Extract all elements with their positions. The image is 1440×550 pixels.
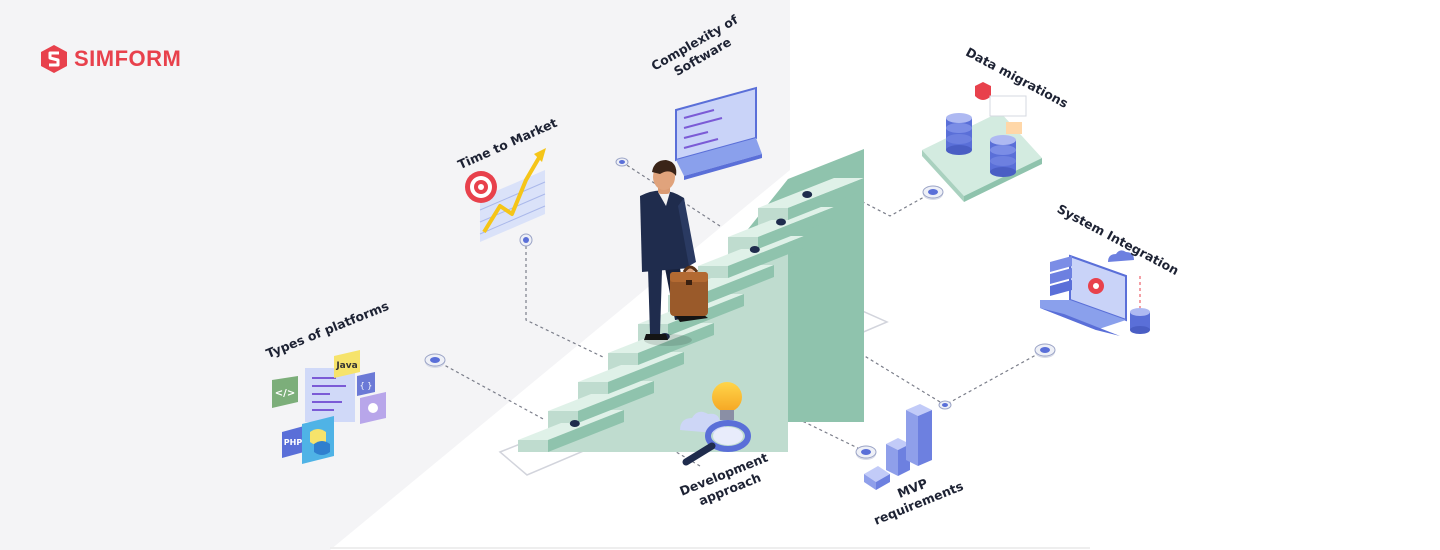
stair-riser-front: [578, 382, 608, 394]
stair-riser-side: [578, 381, 654, 423]
endpoint-disc: [615, 157, 629, 167]
stair-riser-front: [518, 440, 548, 452]
connector-endpoints: [424, 157, 1056, 460]
businessman-figure: [640, 160, 708, 346]
endpoint-disc: [424, 353, 446, 368]
simform-logo[interactable]: SIMFORM: [40, 44, 181, 74]
stair-hole: [749, 246, 760, 253]
stair-riser-front: [548, 411, 578, 423]
stair-hole: [569, 420, 580, 427]
stair-riser-side: [608, 352, 684, 394]
stair-tread: [578, 352, 684, 382]
stair-riser-side: [758, 207, 834, 249]
brand-name: SIMFORM: [74, 46, 182, 71]
database-cylinder: [990, 135, 1016, 177]
endpoint-disc: [922, 185, 944, 200]
java-tag-text: Java: [335, 361, 357, 371]
endpoint-disc: [1034, 343, 1056, 358]
braces-tag-text: { }: [360, 381, 373, 390]
connector-complexity: [621, 161, 721, 227]
data-migrations-icon: [922, 82, 1042, 202]
time-to-market-icon: [465, 148, 546, 242]
simform-logo-icon: [41, 45, 67, 73]
php-tag-text: PHP: [284, 438, 303, 447]
connector-types-of-platforms: [434, 359, 546, 421]
stair-riser-side: [698, 265, 774, 307]
endpoint-disc: [938, 400, 952, 410]
server-stack: [1050, 256, 1072, 296]
software-laptop-icon: [675, 86, 762, 180]
connector-time-to-market: [525, 240, 606, 359]
stair-hole: [802, 191, 813, 198]
stair-riser-side: [638, 323, 714, 365]
stair-riser-side: [788, 178, 864, 220]
mvp-requirements-icon: [864, 404, 932, 490]
stair-riser-front: [758, 208, 788, 220]
stair-hole: [776, 218, 786, 226]
stair-tread: [548, 381, 654, 411]
system-integration-icon: [1040, 250, 1150, 336]
endpoint-disc: [519, 233, 533, 247]
endpoint-disc: [855, 445, 877, 460]
background-panel: [0, 0, 790, 550]
stair-riser-side: [728, 236, 804, 278]
stair-riser-side: [548, 410, 624, 452]
development-approach-icon: [680, 382, 751, 466]
code-tag-text: </>: [275, 388, 295, 399]
types-of-platforms-icon: </> Java { } PHP: [272, 350, 386, 464]
database-cylinder: [946, 113, 972, 155]
stair-riser-front: [608, 353, 638, 365]
stair-riser-front: [728, 237, 758, 249]
